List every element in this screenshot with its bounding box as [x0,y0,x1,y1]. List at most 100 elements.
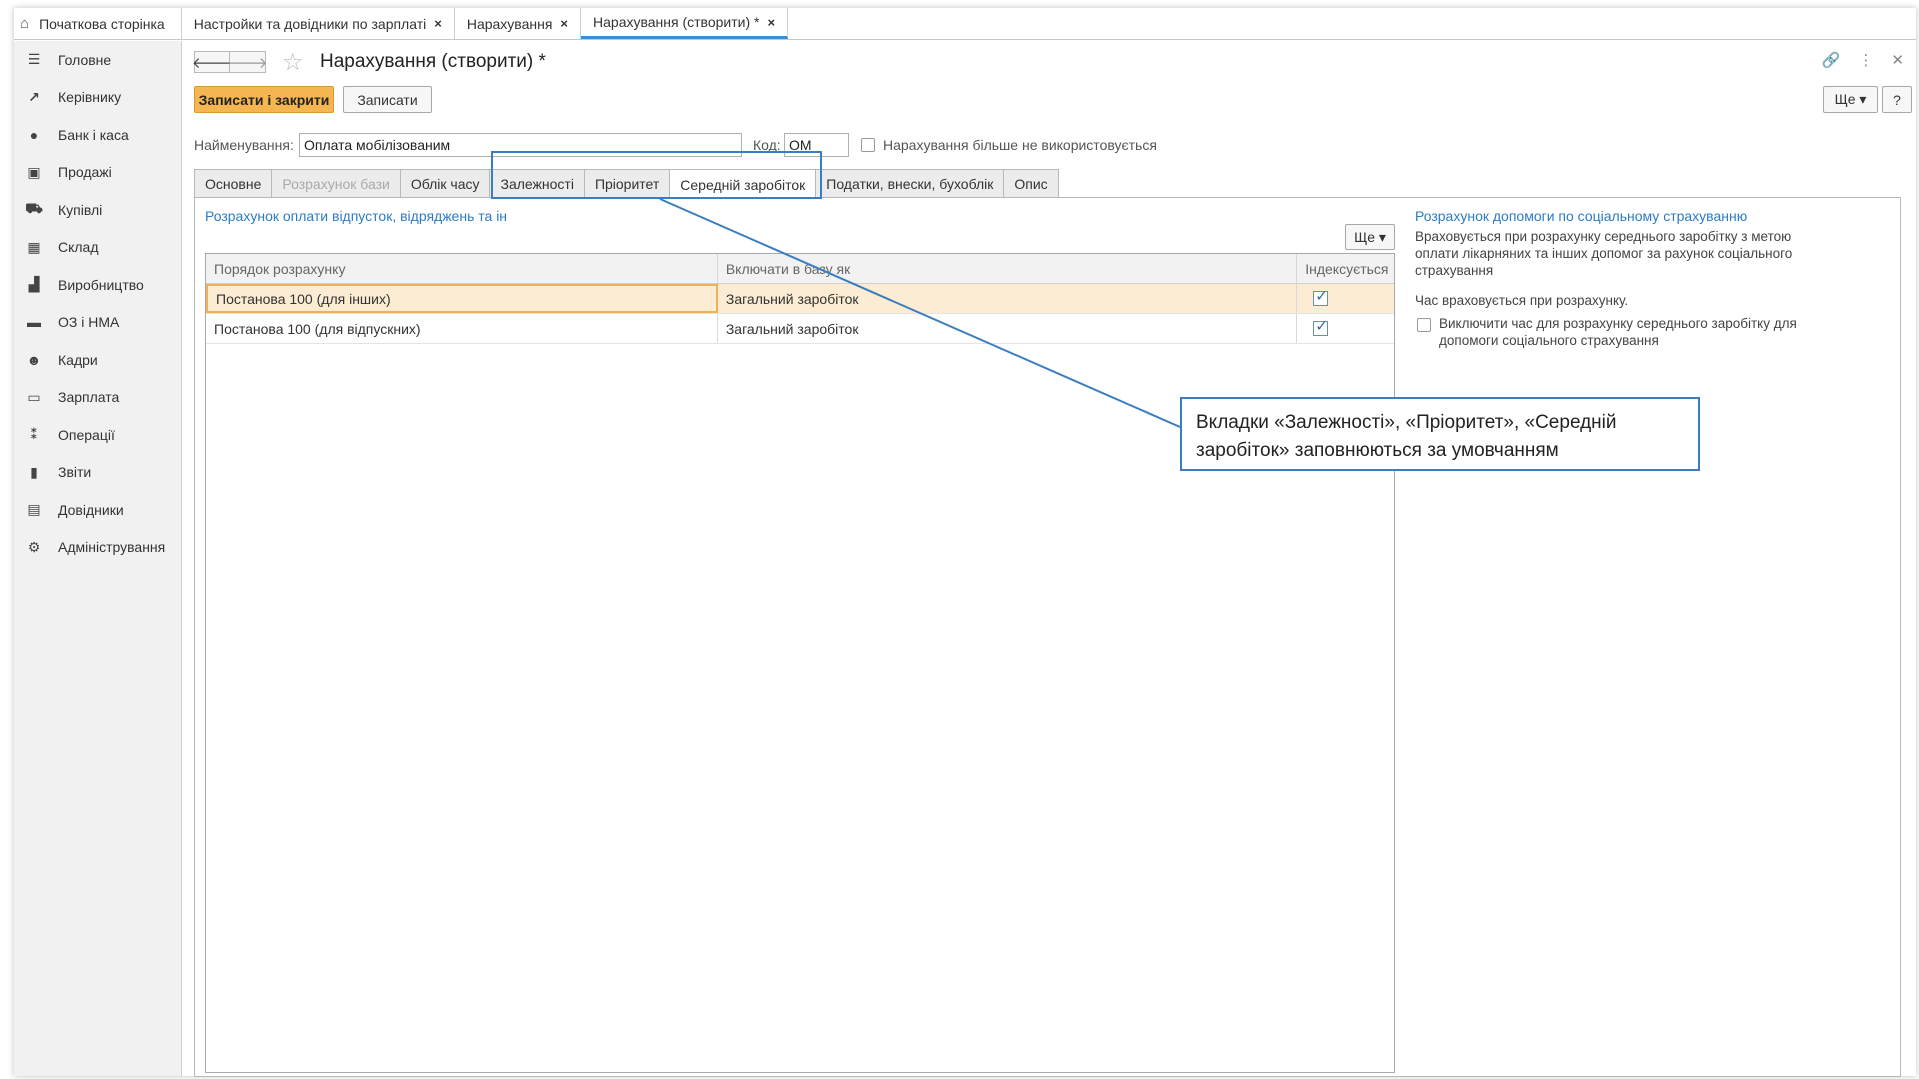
form-area: 🡐 🡒 ☆ Нарахування (створити) * 🔗 ⋮ ✕ Зап… [191,41,1916,1077]
home-tab[interactable]: ⌂ Початкова сторінка [14,8,182,39]
sidebar-item-reports[interactable]: ▮Звіти [14,454,181,492]
more-button[interactable]: Ще ▾ [1823,86,1878,113]
sidebar-item-main[interactable]: ☰ Головне [14,41,181,79]
sidebar-item-salary[interactable]: ▭ Зарплата [14,379,181,417]
sidebar-item-label: Банк і каса [58,126,129,143]
tab-taxes[interactable]: Податки, внески, бухоблік [815,169,1005,197]
tab-base-calc[interactable]: Розрахунок бази [271,169,401,197]
forward-button[interactable]: 🡒 [227,51,268,73]
time-counted-text: Час враховується при розрахунку. [1415,293,1629,308]
sidebar-item-label: Головне [58,51,112,68]
tab-label: Нарахування (створити) * [593,14,760,30]
exclude-time-checkbox[interactable] [1417,318,1431,332]
tab-accruals[interactable]: Нарахування × [455,8,582,39]
tab-average-earnings[interactable]: Середній заробіток [669,169,817,199]
sidebar-item-label: Звіти [58,464,92,481]
app-window: ⌂ Початкова сторінка Настройки та довідн… [14,8,1916,1077]
indexed-checkbox[interactable] [1313,317,1329,336]
books-icon: ▤ [27,501,41,518]
cart-icon: ⛟ [25,200,43,217]
sidebar-item-label: Адміністрування [58,539,166,556]
help-button[interactable]: ? [1882,86,1912,113]
arrow-right-icon: 🡒 [227,54,268,72]
operations-icon: ⁑ [30,426,38,443]
arrow-left-icon: 🡐 [191,54,233,72]
sidebar-item-label: ОЗ і НМА [58,314,120,331]
column-indexed[interactable]: Індексується [1305,260,1389,277]
name-input[interactable]: Оплата мобілізованим [299,133,742,157]
tab-accrual-create[interactable]: Нарахування (створити) * × [581,8,789,39]
sidebar-item-label: Склад [58,239,99,256]
tab-main[interactable]: Основне [194,169,273,197]
callout-box: Вкладки «Залежності», «Пріоритет», «Сере… [1180,397,1700,471]
sidebar-item-label: Зарплата [58,389,120,406]
sidebar-item-purchases[interactable]: ⛟ Купівлі [14,191,181,229]
wallet-icon: ▭ [27,388,41,405]
form-tabs: Основне Розрахунок бази Облік часу Залеж… [194,169,1059,199]
unused-checkbox[interactable] [861,138,875,152]
close-icon[interactable]: × [767,14,776,30]
sidebar-item-directories[interactable]: ▤ Довідники [14,491,181,529]
sidebar-item-bank[interactable]: ● Банк і каса [14,116,181,154]
exclude-time-label: Виключити час для розрахунку середнього … [1439,316,1797,348]
cell-base[interactable]: Загальний заробіток [718,284,1298,313]
page-title: Нарахування (створити) * [320,51,546,72]
coin-icon: ● [29,126,39,143]
sidebar-item-label: Виробництво [58,276,144,293]
star-icon[interactable]: ☆ [282,49,304,76]
sidebar-item-label: Операції [58,426,115,443]
save-button[interactable]: Записати [343,86,432,113]
tab-salary-settings[interactable]: Настройки та довідники по зарплаті × [182,8,455,39]
more-vertical-icon[interactable]: ⋮ [1858,52,1874,69]
cell-base[interactable]: Загальний заробіток [718,314,1298,343]
tab-description[interactable]: Опис [1003,169,1059,197]
tab-priority[interactable]: Пріоритет [583,169,671,197]
tab-time[interactable]: Облік часу [399,169,491,197]
table-row[interactable]: Постанова 100 (для інших) Загальний заро… [206,284,1394,314]
indexed-checkbox[interactable] [1313,287,1329,306]
warehouse-icon: ▦ [27,238,41,255]
tab-label: Настройки та довідники по зарплаті [193,15,427,32]
cell-order[interactable]: Постанова 100 (для інших) [206,284,718,313]
title-actions: 🔗 ⋮ ✕ [1822,51,1904,69]
sidebar-item-operations[interactable]: ⁑ Операції [14,416,181,454]
tab-dependencies[interactable]: Залежності [489,169,585,197]
person-icon: ☻ [26,351,42,368]
cell-order[interactable]: Постанова 100 (для відпускних) [206,314,718,343]
tabs-highlight [491,151,822,199]
sidebar-item-production[interactable]: ▟Виробництво [14,266,181,304]
link-icon[interactable]: 🔗 [1821,52,1841,69]
sidebar-item-warehouse[interactable]: ▦ Склад [14,229,181,267]
cell-indexed[interactable] [1297,284,1394,313]
sidebar-item-assets[interactable]: ▬ ОЗ і НМА [14,304,181,342]
truck-icon: ▬ [27,314,41,331]
sidebar-item-label: Купівлі [58,201,103,218]
code-input[interactable]: ОМ [784,133,849,157]
social-insurance-link: Розрахунок допомоги по соціальному страх… [1415,208,1748,224]
close-icon[interactable]: ✕ [1891,52,1904,69]
calc-order-table[interactable]: Порядок розрахунку Включати в базу як Ін… [205,253,1395,1073]
code-label: Код: [753,137,781,153]
sidebar-item-hr[interactable]: ☻ Кадри [14,341,181,379]
table-row[interactable]: Постанова 100 (для відпускних) Загальний… [206,314,1394,344]
nav-buttons: 🡐 🡒 [191,51,268,73]
save-close-button[interactable]: Записати і закрити [194,86,334,113]
close-icon[interactable]: × [560,16,569,31]
sidebar-item-manager[interactable]: ↗ Керівнику [14,79,181,117]
trend-icon: ↗ [28,88,40,105]
unused-label: Нарахування більше не використовується [883,137,1157,153]
menu-icon: ☰ [27,51,41,68]
column-order[interactable]: Порядок розрахунку [206,254,718,283]
sidebar-item-admin[interactable]: ⚙Адміністрування [14,529,181,567]
sidebar-item-label: Кадри [58,351,98,368]
cell-indexed[interactable] [1297,314,1394,343]
sidebar-item-label: Продажі [58,164,112,181]
close-icon[interactable]: × [434,16,442,31]
sidebar-item-label: Довідники [58,501,124,518]
column-base[interactable]: Включати в базу як [718,254,1298,283]
back-button[interactable]: 🡐 [191,51,233,73]
grid-more-button[interactable]: Ще ▾ [1345,224,1395,250]
sidebar-item-sales[interactable]: ▣Продажі [14,154,181,192]
sidebar-item-label: Керівнику [58,89,122,106]
tab-bar: ⌂ Початкова сторінка Настройки та довідн… [14,8,1916,40]
